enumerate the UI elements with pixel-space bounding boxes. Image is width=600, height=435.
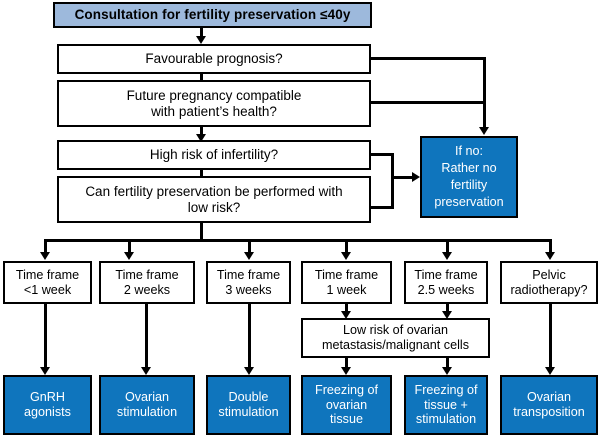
connector-right-bus-bottom [391, 153, 394, 209]
result-box-freezing-ovarian-tissue: Freezing of ovarian tissue [301, 375, 392, 435]
arrow-down-icon [545, 252, 555, 260]
arrow-down-icon [442, 311, 452, 319]
bus-drop-6 [549, 239, 552, 254]
connector-lowrisk-to-result4 [345, 358, 348, 370]
low-risk-box: Low risk of ovarian metastasis/malignant… [301, 318, 490, 358]
arrow-down-icon [442, 367, 452, 375]
connector-title-to-d1 [200, 28, 203, 38]
arrow-down-icon [479, 127, 489, 135]
connector-col2-to-result [145, 304, 148, 370]
arrow-down-icon [141, 367, 151, 375]
connector-col4-to-lowrisk [345, 304, 348, 313]
arrow-down-icon [40, 252, 50, 260]
connector-d3-to-d4 [200, 170, 203, 178]
timeframe-box-2: Time frame 2 weeks [99, 261, 195, 304]
timeframe-box-3: Time frame 3 weeks [206, 261, 291, 304]
decision-box-favourable-prognosis: Favourable prognosis? [57, 44, 371, 74]
arrow-down-icon [341, 367, 351, 375]
bus-drop-1 [44, 239, 47, 254]
decision-box-future-pregnancy: Future pregnancy compatible with patient… [57, 80, 371, 127]
connector-col6-to-result [549, 304, 552, 370]
connector-to-deny-box [391, 176, 416, 179]
connector-right-bus-top [483, 57, 486, 129]
arrow-down-icon [341, 311, 351, 319]
connector-d4-right [369, 206, 394, 209]
connector-col5-to-lowrisk [446, 304, 449, 313]
connector-col3-to-result [248, 304, 251, 370]
connector-d2-to-d3 [200, 127, 203, 136]
result-box-ovarian-transposition: Ovarian transposition [500, 375, 598, 435]
result-box-double-stimulation: Double stimulation [206, 375, 291, 435]
arrow-down-icon [442, 252, 452, 260]
bus-drop-2 [128, 239, 131, 254]
timeframe-box-1: Time frame <1 week [3, 261, 92, 304]
connector-d1-right [369, 57, 486, 60]
decision-box-can-fp-be-performed: Can fertility preservation be performed … [57, 176, 371, 223]
bus-drop-5 [446, 239, 449, 254]
arrow-down-icon [196, 134, 206, 142]
decision-box-high-risk-infertility: High risk of infertility? [57, 140, 371, 170]
bus-drop-4 [345, 239, 348, 254]
arrow-down-icon [244, 367, 254, 375]
distribution-bus [44, 239, 552, 242]
arrow-down-icon [244, 252, 254, 260]
connector-lowrisk-to-result5 [446, 358, 449, 370]
timeframe-box-6: Pelvic radiotherapy? [500, 261, 598, 304]
arrow-down-icon [545, 367, 555, 375]
result-box-gnrh-agonists: GnRH agonists [3, 375, 92, 435]
connector-d1-to-d2 [200, 74, 203, 82]
arrow-right-icon [412, 172, 420, 182]
arrow-down-icon [341, 252, 351, 260]
bus-drop-3 [248, 239, 251, 254]
connector-d2-right [369, 101, 486, 104]
connector-d4-down [200, 223, 203, 242]
result-box-ovarian-stimulation: Ovarian stimulation [99, 375, 195, 435]
arrow-down-icon [196, 36, 206, 44]
title-box: Consultation for fertility preservation … [53, 2, 372, 28]
deny-box-rather-no-fertility-preservation: If no: Rather no fertility preservation [420, 136, 518, 218]
timeframe-box-4: Time frame 1 week [301, 261, 392, 304]
result-box-freezing-tissue-stimulation: Freezing of tissue + stimulation [404, 375, 488, 435]
arrow-down-icon [40, 367, 50, 375]
connector-d3-right [369, 153, 394, 156]
connector-col1-to-result [44, 304, 47, 370]
arrow-down-icon [124, 252, 134, 260]
timeframe-box-5: Time frame 2.5 weeks [404, 261, 488, 304]
